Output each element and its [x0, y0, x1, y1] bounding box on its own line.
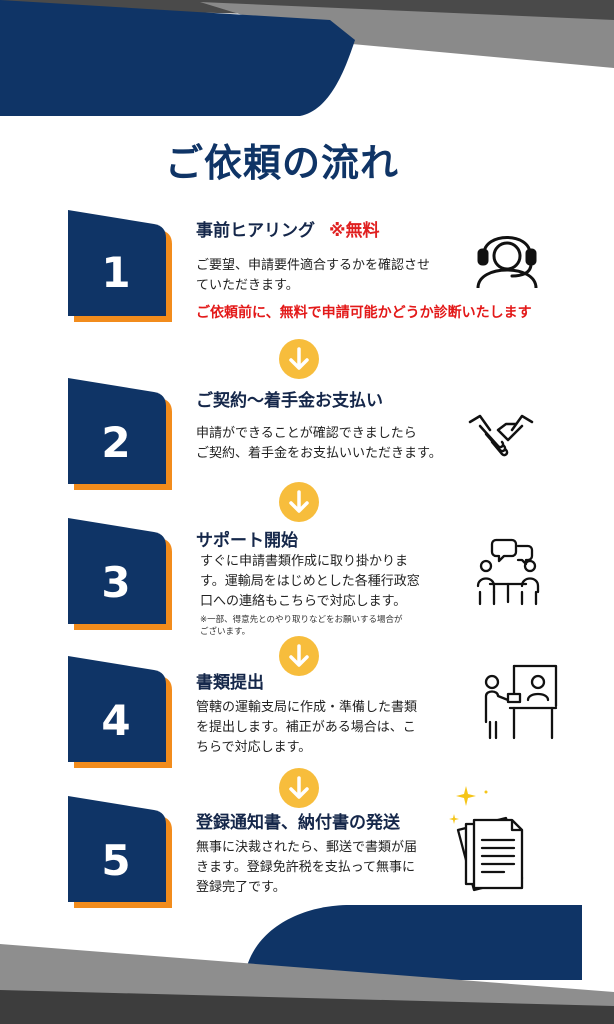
description-line: ご契約、着手金をお支払いいただきます。: [196, 446, 442, 461]
description-line: ていただきます。: [196, 278, 299, 293]
step-title: 登録通知書、納付書の発送: [196, 813, 400, 833]
arrow-down-icon: [289, 776, 309, 799]
page-title: ご依頼の流れ: [164, 141, 399, 185]
step-number-badge: [68, 210, 172, 322]
step-number: 1: [101, 248, 131, 297]
headset-operator-icon: [476, 236, 538, 288]
arrow-down-icon: [289, 490, 309, 513]
description-line: すぐに申請書類作成に取り掛かりま: [200, 554, 409, 569]
counter-submission-icon: [484, 664, 558, 740]
description-line: す。運輸局をはじめとした各種行政窓: [200, 574, 420, 589]
handshake-icon: [468, 414, 534, 457]
step-description: 申請ができることが確認できましたら ご契約、着手金をお支払いいただきます。: [196, 424, 442, 464]
step-title: 事前ヒアリング ※無料: [196, 216, 380, 241]
flow-arrow: [279, 636, 319, 676]
description-line: 登録完了です。: [196, 880, 286, 895]
step-title: サポート開始: [196, 531, 298, 551]
step-description: 管轄の運輸支局に作成・準備した書類 を提出します。補正がある場合は、こ ちらで対…: [196, 698, 417, 758]
description-line: 管轄の運輸支局に作成・準備した書類: [196, 700, 418, 715]
step-4: 4 書類提出 管轄の運輸支局に作成・準備した書類 を提出します。補正がある場合は…: [0, 656, 614, 768]
flow-arrow: [279, 339, 319, 379]
step-title: ご契約〜着手金お支払い: [196, 391, 383, 411]
step-3: 3 サポート開始 すぐに申請書類作成に取り掛かりま す。運輸局をはじめとした各種…: [0, 518, 614, 648]
description-line: 無事に決裁されたら、郵送で書類が届: [196, 840, 418, 855]
note-line: ※一部、得意先とのやり取りなどをお願いする場合が: [200, 615, 403, 625]
description-line: を提出します。補正がある場合は、こ: [196, 720, 416, 735]
step-number-badge: [68, 518, 172, 630]
documents-icon: [449, 786, 524, 892]
arrow-down-icon: [289, 347, 309, 370]
step-number: 5: [101, 836, 131, 885]
description-line: ちらで対応します。: [196, 740, 312, 755]
flow-arrow: [279, 482, 319, 522]
flow-arrow: [279, 768, 319, 808]
step-number-badge: [68, 796, 172, 908]
step-number-badge: [68, 656, 172, 768]
step-1: 1 事前ヒアリング ※無料 ご要望、申請要件適合するかを確認させ ていただきます。…: [0, 210, 614, 340]
step-title-text: 事前ヒアリング: [196, 221, 315, 241]
step-description: 無事に決裁されたら、郵送で書類が届 きます。登録免許税を支払って無事に 登録完了…: [196, 838, 417, 898]
step-title: 書類提出: [196, 673, 264, 693]
description-line: ご要望、申請要件適合するかを確認させ: [196, 258, 431, 273]
description-line: 口への連絡もこちらで対応します。: [200, 594, 407, 609]
free-badge: ※無料: [329, 221, 380, 241]
step-description: ご要望、申請要件適合するかを確認させ ていただきます。: [196, 256, 430, 296]
arrow-down-icon: [289, 644, 309, 667]
description-line: 申請ができることが確認できましたら: [196, 426, 417, 441]
step-number: 2: [101, 418, 131, 467]
step-note: ※一部、得意先とのやり取りなどをお願いする場合が ございます。: [200, 614, 403, 638]
step-number: 4: [101, 696, 131, 745]
note-line: ございます。: [200, 627, 251, 637]
step-description: すぐに申請書類作成に取り掛かりま す。運輸局をはじめとした各種行政窓 口への連絡…: [200, 552, 420, 612]
step-number: 3: [101, 558, 131, 607]
step-5: 5 登録通知書、納付書の発送 無事に決裁されたら、郵送で書類が届 きます。登録免…: [0, 786, 614, 908]
step-number-badge: [68, 378, 172, 490]
meeting-icon: [476, 538, 540, 606]
free-diagnosis-highlight: ご依頼前に、無料で申請可能かどうか診断いたします: [196, 305, 532, 321]
step-2: 2 ご契約〜着手金お支払い 申請ができることが確認できましたら ご契約、着手金を…: [0, 378, 614, 490]
description-line: きます。登録免許税を支払って無事に: [196, 860, 416, 875]
